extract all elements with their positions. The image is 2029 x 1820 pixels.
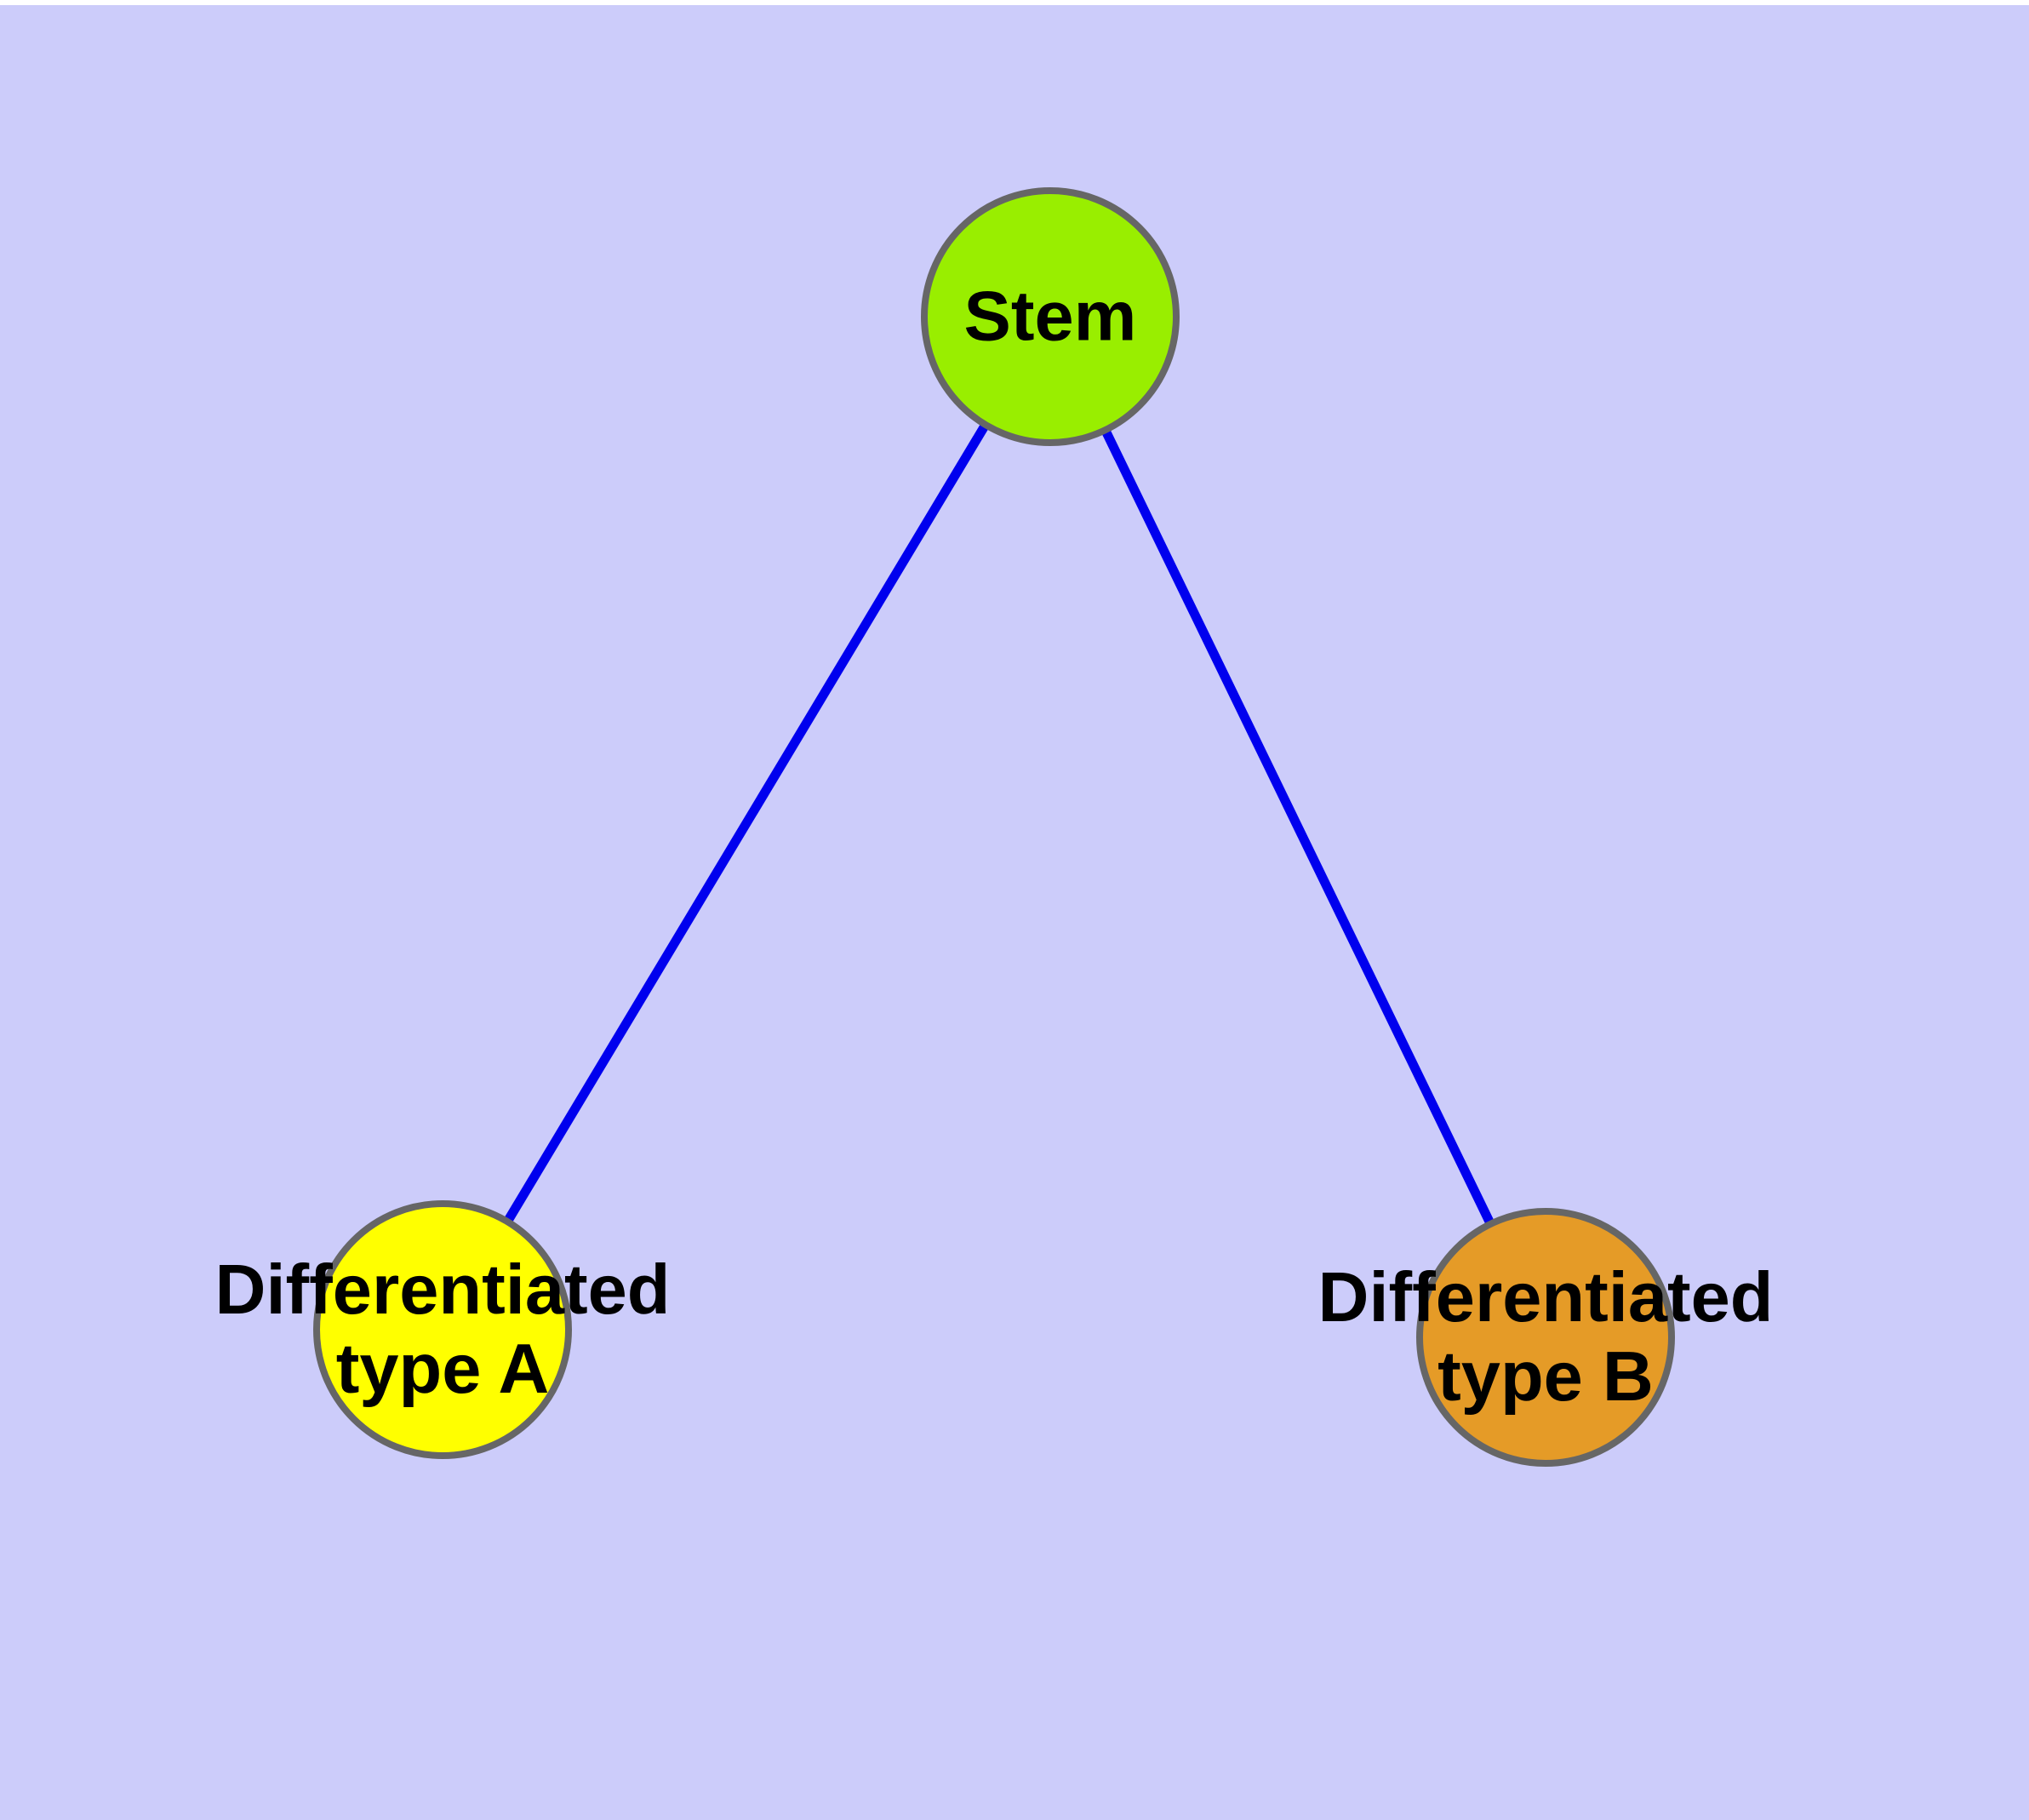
node-layer	[313, 187, 1675, 1467]
graph-node-stem[interactable]	[921, 187, 1180, 446]
graph-node-diff_b[interactable]	[1416, 1208, 1675, 1467]
graph-edge-stem-to-a	[504, 423, 989, 1223]
edge-layer	[504, 423, 1495, 1225]
graph-node-diff_a[interactable]	[313, 1200, 572, 1459]
graph-edge-stem-to-b	[1101, 429, 1495, 1225]
